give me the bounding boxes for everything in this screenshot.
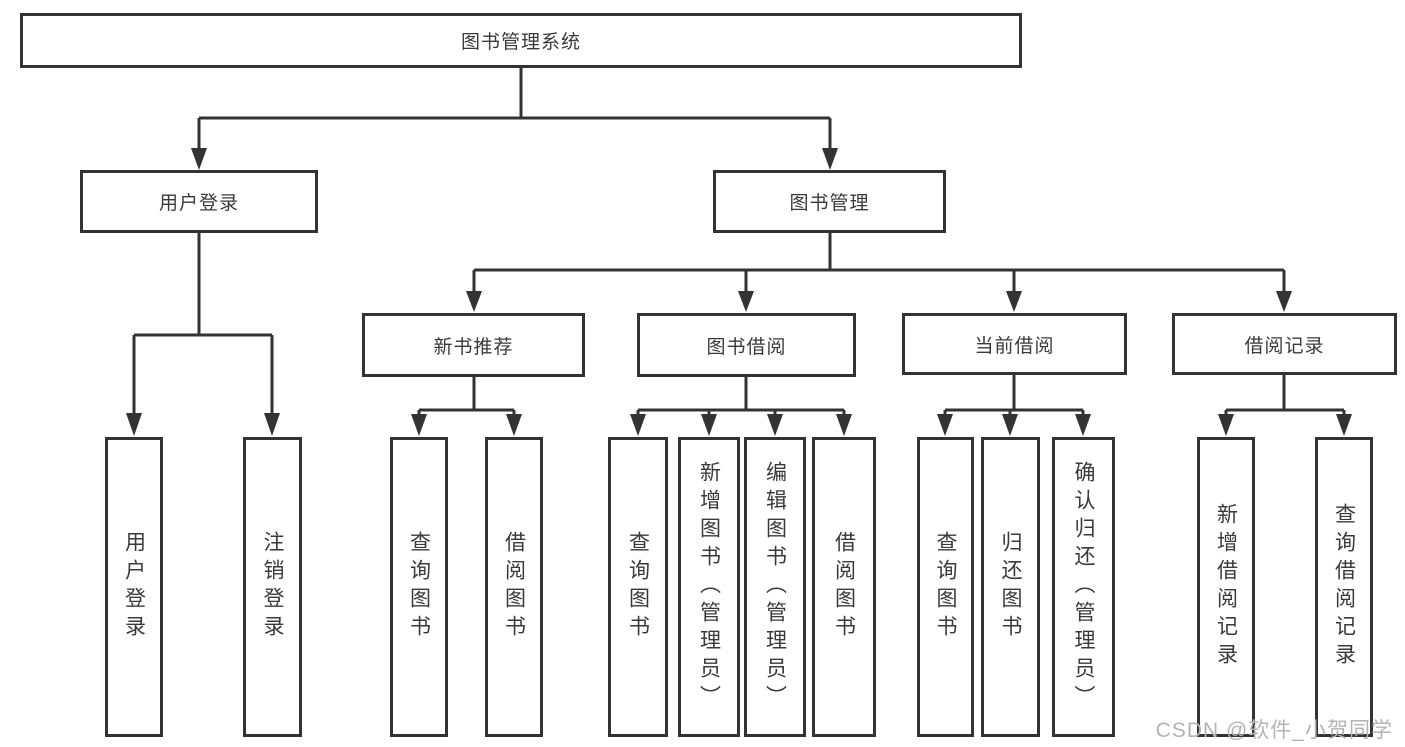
leaf-query-borrow-record: 查询借阅记录 bbox=[1315, 437, 1373, 737]
leaf-label: 借阅图书 bbox=[502, 531, 526, 643]
node-label: 借阅记录 bbox=[1244, 335, 1325, 357]
node-label: 当前借阅 bbox=[974, 335, 1055, 357]
leaf-edit-books-admin: 编辑图书（管理员） bbox=[744, 437, 806, 737]
leaf-logout: 注销登录 bbox=[243, 437, 302, 737]
leaf-label: 查询图书 bbox=[626, 531, 650, 643]
leaf-label: 注销登录 bbox=[261, 531, 284, 643]
node-label: 图书管理系统 bbox=[460, 32, 581, 53]
node-label: 新书推荐 bbox=[433, 336, 514, 358]
leaf-label: 用户登录 bbox=[122, 531, 146, 643]
node-new-book-recommend: 新书推荐 bbox=[362, 313, 585, 377]
leaf-user-login: 用户登录 bbox=[105, 437, 163, 737]
leaf-add-books-admin: 新增图书（管理员） bbox=[678, 437, 740, 737]
node-user-login: 用户登录 bbox=[80, 170, 318, 233]
leaf-label: 确认归还（管理员） bbox=[1072, 461, 1095, 713]
csdn-watermark: CSDN @软件_小贺同学 bbox=[1155, 719, 1393, 742]
node-library-management-system: 图书管理系统 bbox=[20, 13, 1022, 68]
leaf-label: 查询借阅记录 bbox=[1332, 503, 1356, 671]
node-book-borrow: 图书借阅 bbox=[637, 313, 856, 377]
leaf-query-books-2: 查询图书 bbox=[608, 437, 668, 737]
leaf-borrow-books-1: 借阅图书 bbox=[485, 437, 543, 737]
node-book-management: 图书管理 bbox=[713, 170, 946, 233]
node-label: 图书管理 bbox=[789, 193, 870, 214]
node-current-borrow: 当前借阅 bbox=[902, 313, 1127, 375]
leaf-label: 新增借阅记录 bbox=[1214, 503, 1238, 671]
leaf-query-books-1: 查询图书 bbox=[390, 437, 448, 737]
node-label: 用户登录 bbox=[158, 193, 239, 214]
leaf-return-books: 归还图书 bbox=[981, 437, 1040, 737]
leaf-confirm-return-admin: 确认归还（管理员） bbox=[1052, 437, 1115, 737]
leaf-label: 查询图书 bbox=[407, 531, 431, 643]
leaf-label: 查询图书 bbox=[934, 531, 957, 643]
leaf-add-borrow-record: 新增借阅记录 bbox=[1197, 437, 1255, 737]
leaf-label: 新增图书（管理员） bbox=[697, 461, 721, 713]
leaf-query-books-3: 查询图书 bbox=[917, 437, 974, 737]
node-label: 图书借阅 bbox=[706, 336, 787, 358]
leaf-label: 借阅图书 bbox=[832, 531, 856, 643]
node-borrow-records: 借阅记录 bbox=[1172, 313, 1397, 375]
leaf-label: 编辑图书（管理员） bbox=[763, 461, 787, 713]
leaf-label: 归还图书 bbox=[999, 531, 1022, 643]
leaf-borrow-books-2: 借阅图书 bbox=[812, 437, 876, 737]
